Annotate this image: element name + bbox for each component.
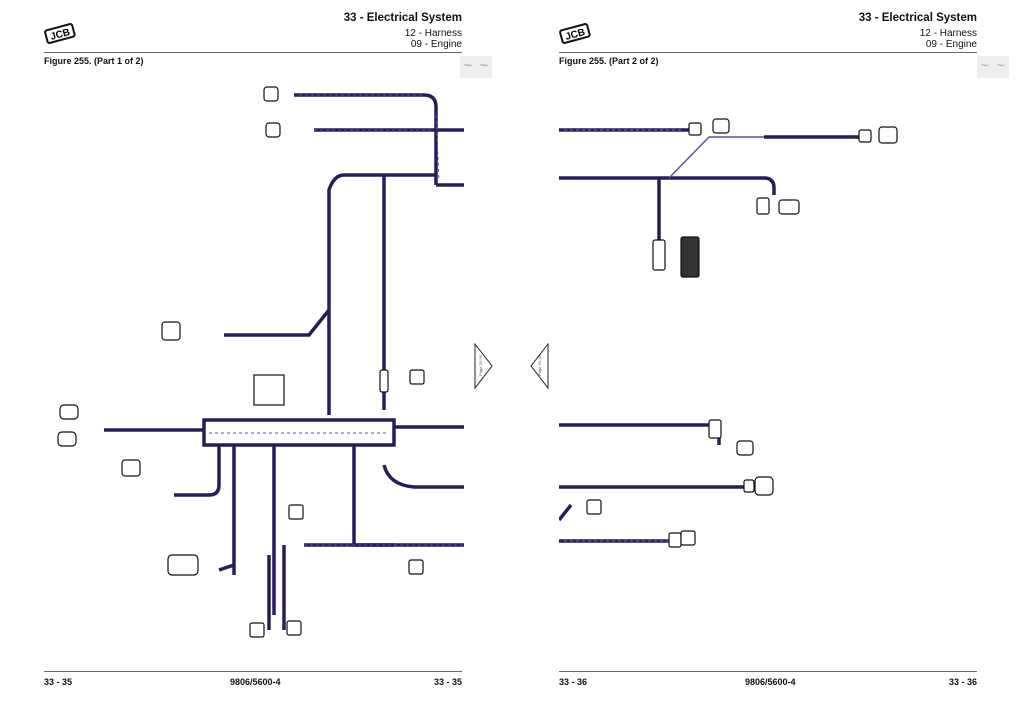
svg-text:JCB: JCB [564,27,586,43]
figure-caption: Figure 255. (Part 1 of 2) [44,56,144,66]
subsubsection-title: 09 - Engine [410,39,462,50]
subsection-title: 12 - Harness [919,28,977,39]
footer-page-right: 33 - 36 [949,677,978,687]
footer-divider [559,671,977,672]
left-page: JCB 33 - Electrical System 12 - Harness … [30,0,510,725]
figure-caption: Figure 255. (Part 2 of 2) [559,56,659,66]
previous-page-label: Page 33-35 [536,355,542,376]
footer-doc-number: 9806/5600-4 [230,677,281,687]
footer-page-right: 33 - 35 [434,677,463,687]
footer-divider [44,671,462,672]
triangle-right-icon [474,342,493,390]
section-title: 33 - Electrical System [858,12,977,24]
footer-page-left: 33 - 35 [44,677,73,687]
previous-page-arrow[interactable]: Page 33-35 [529,342,549,390]
next-page-arrow[interactable]: Page 33-36 [474,342,494,390]
footer-doc-number: 9806/5600-4 [745,677,796,687]
subsection-title: 12 - Harness [404,28,462,39]
header-divider [44,52,462,53]
triangle-left-icon [530,342,549,390]
right-page: JCB 33 - Electrical System 12 - Harness … [545,0,1025,725]
wiring-diagram-part-1 [57,86,464,638]
wiring-diagram-part-2 [559,118,898,548]
next-page-label: Page 33-36 [477,355,483,376]
subsubsection-title: 09 - Engine [925,39,977,50]
jcb-logo: JCB [559,23,591,44]
footer-page-left: 33 - 36 [559,677,588,687]
section-title: 33 - Electrical System [343,12,462,24]
header-divider [559,52,977,53]
jcb-logo: JCB [44,23,76,44]
svg-text:JCB: JCB [49,27,71,43]
